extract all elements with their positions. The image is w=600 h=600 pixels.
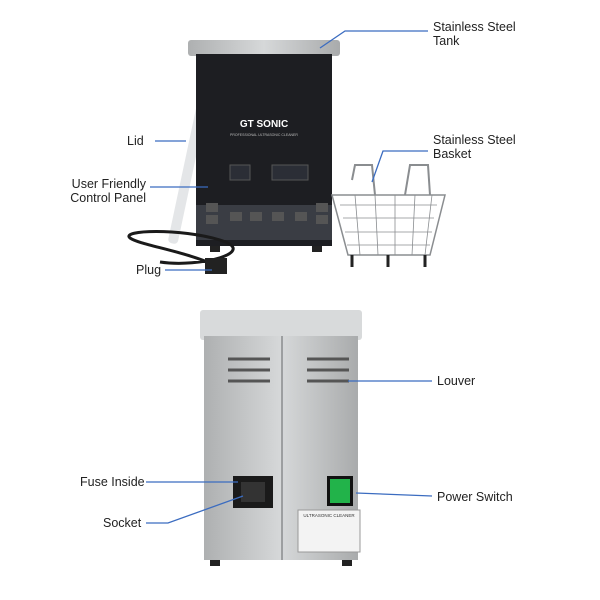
louver — [228, 357, 349, 383]
callout-basket-line2: Basket — [433, 147, 472, 161]
svg-text:ULTRASONIC CLEANER: ULTRASONIC CLEANER — [303, 513, 355, 518]
callout-control-panel-line1: User Friendly — [71, 177, 146, 191]
callout-plug: Plug — [136, 263, 162, 277]
callout-basket-line1: Stainless Steel — [433, 133, 516, 147]
callout-socket: Socket — [103, 516, 142, 530]
callout-louver: Louver — [437, 374, 476, 388]
callout-power-switch: Power Switch — [437, 490, 513, 504]
callout-control-panel: User Friendly Control Panel — [66, 177, 146, 205]
callout-fuse: Fuse Inside — [80, 475, 145, 489]
front-view-cleaner: GT SONIC PROFESSIONAL ULTRASONIC CLEANER — [168, 40, 340, 252]
callout-basket: Stainless Steel Basket — [433, 133, 516, 161]
leader-lines — [146, 30, 433, 524]
callout-lid: Lid — [127, 134, 144, 148]
brand-subtitle: PROFESSIONAL ULTRASONIC CLEANER — [230, 133, 298, 137]
rear-view-cleaner: ULTRASONIC CLEANER — [200, 310, 362, 566]
brand-text: GT SONIC — [240, 119, 288, 130]
rating-label — [297, 509, 361, 553]
callout-tank-line2: Tank — [433, 34, 460, 48]
callout-tank-line1: Stainless Steel — [433, 20, 516, 34]
tank-rim — [188, 40, 340, 56]
callout-tank: Stainless Steel Tank — [433, 20, 516, 48]
stainless-basket — [331, 164, 446, 267]
callout-control-panel-line2: Control Panel — [70, 191, 146, 205]
